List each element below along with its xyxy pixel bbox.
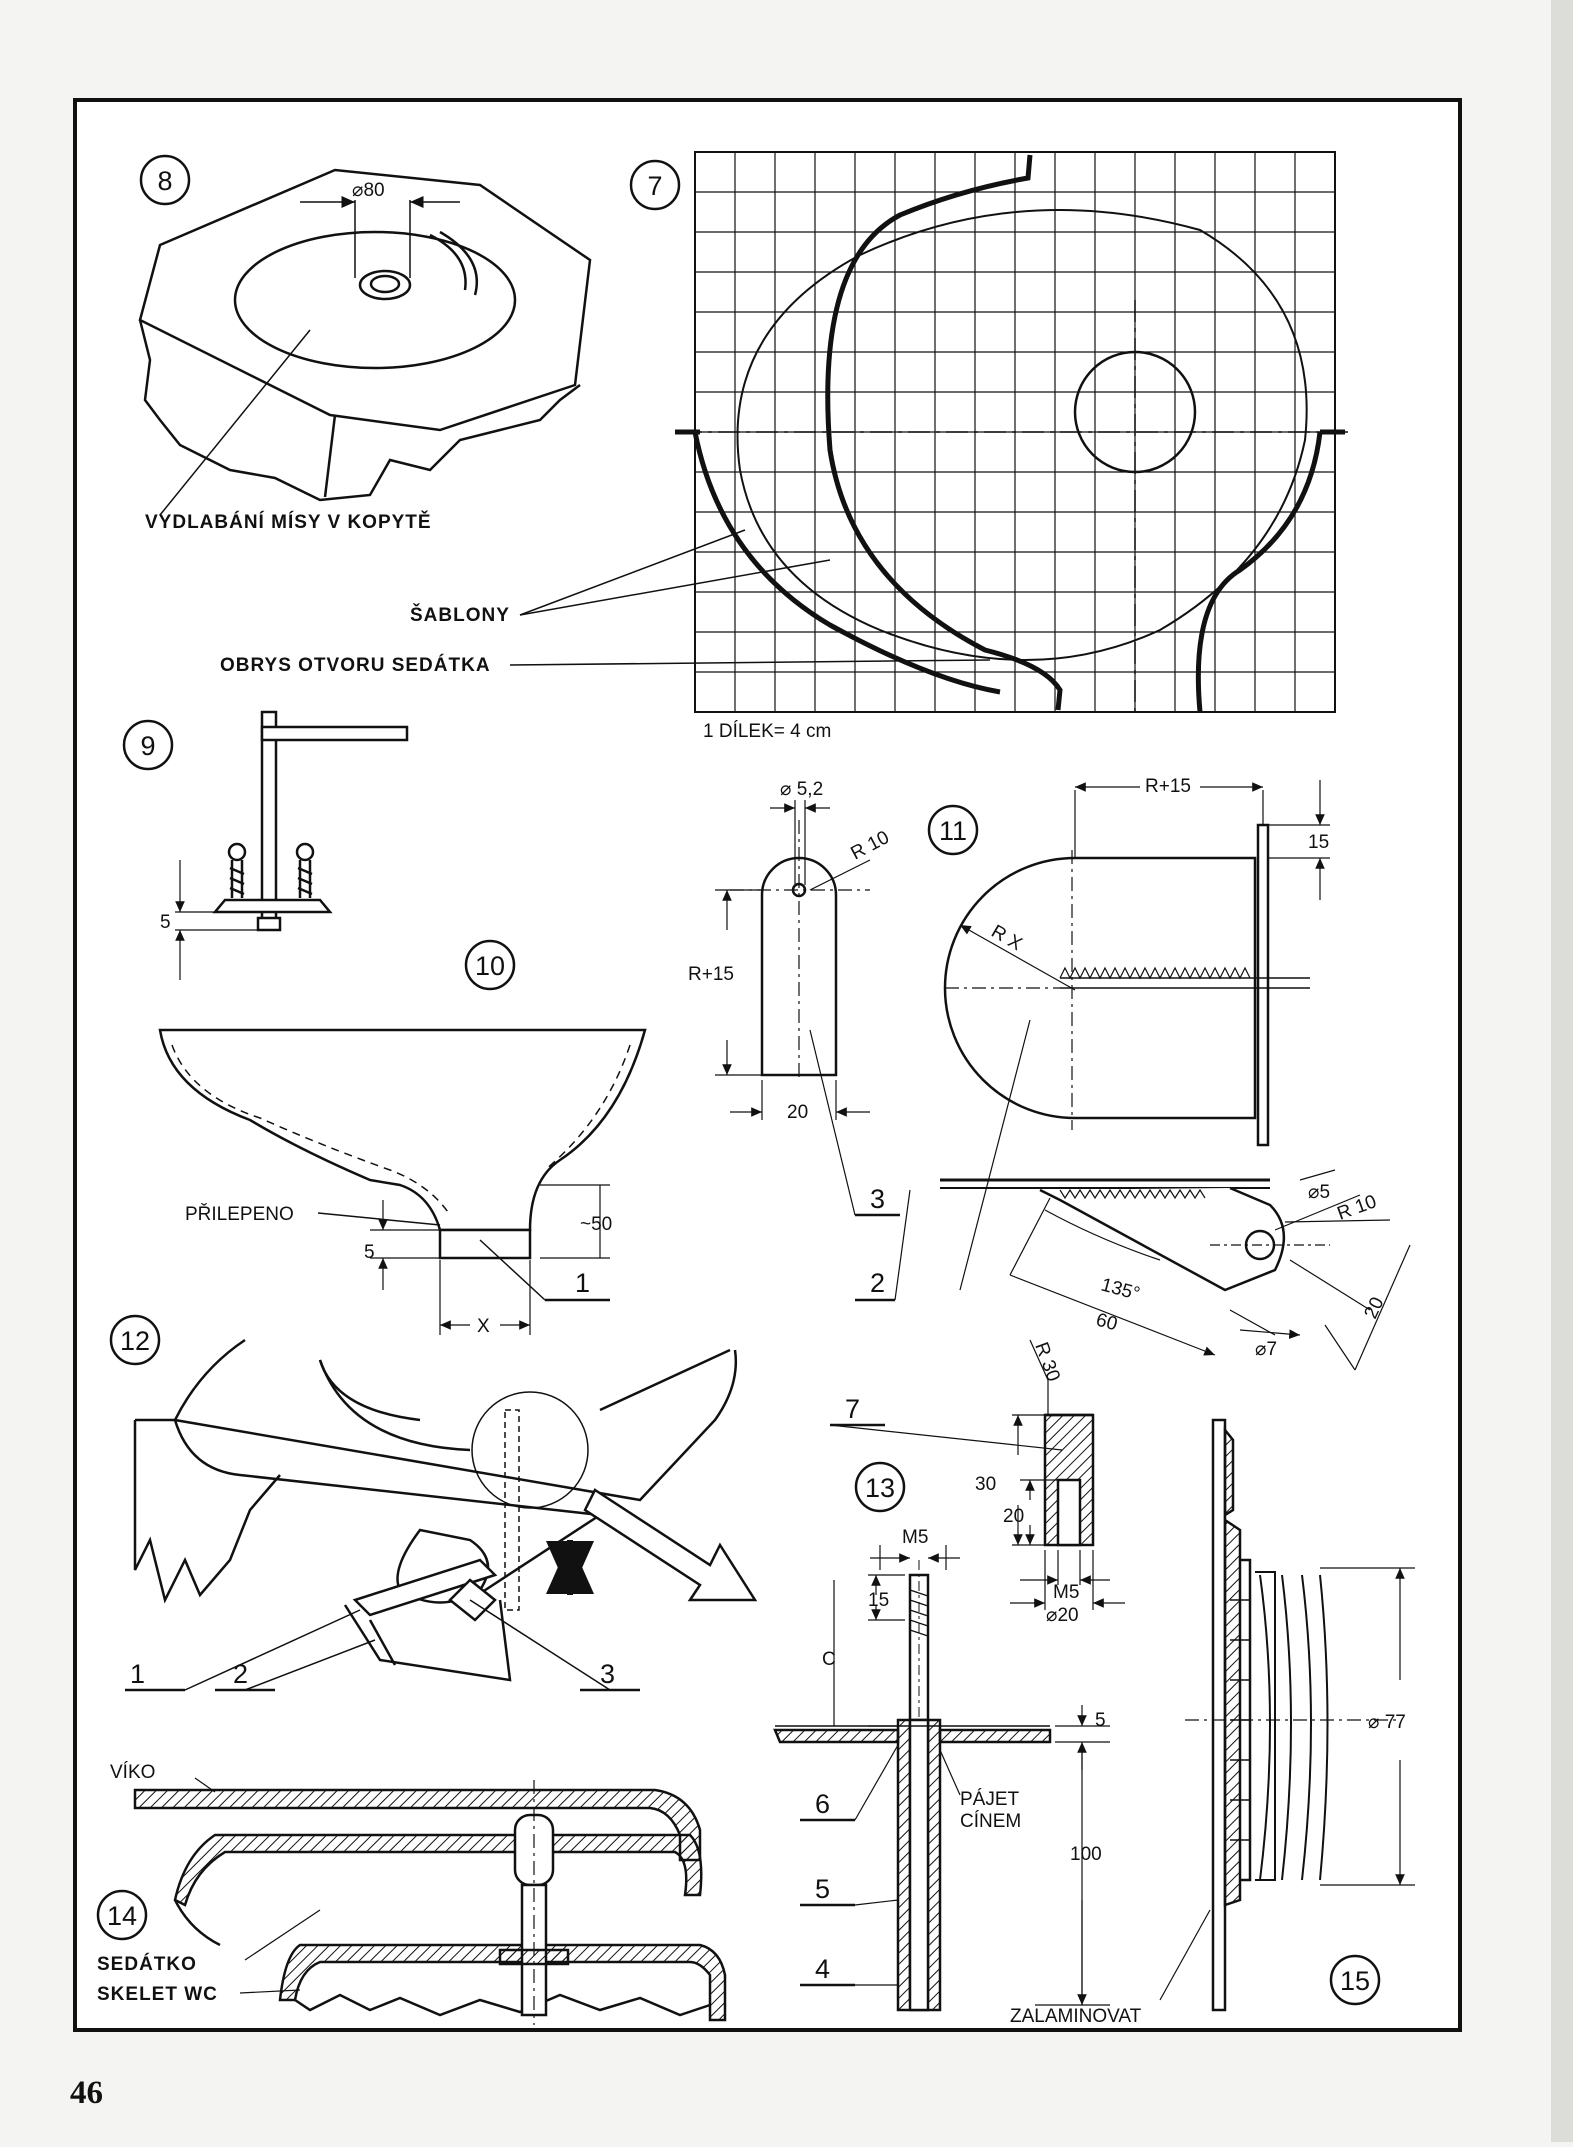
dim-five-fig9: 5	[160, 912, 171, 933]
dim-approx-50: ~50	[580, 1214, 612, 1235]
label-prilepeno: PŘILEPENO	[185, 1203, 294, 1225]
dim-height-15: 15	[1308, 832, 1329, 853]
figure-11-number: 11	[939, 816, 967, 846]
label-pajet: PÁJET	[960, 1789, 1020, 1810]
part-2-fig11: 2	[870, 1268, 885, 1298]
part-4-fig13: 4	[815, 1954, 830, 1984]
figure-7-callout	[629, 159, 681, 211]
part-3-fig11: 3	[870, 1184, 885, 1214]
figure-13-number: 13	[865, 1473, 895, 1503]
part-6-fig13: 6	[815, 1789, 830, 1819]
page-number: 46	[70, 2075, 103, 2111]
figure-9-handle	[175, 710, 409, 980]
dim-height-20: 20	[1003, 1506, 1024, 1527]
dim-diameter-80: ⌀80	[352, 180, 385, 201]
dim-diameter-7: ⌀7	[1255, 1339, 1277, 1360]
part-7-fig13: 7	[845, 1394, 860, 1424]
dim-diameter-77: ⌀ 77	[1368, 1712, 1406, 1733]
label-viko: VÍKO	[110, 1762, 155, 1783]
label-skelet-wc: SKELET WC	[97, 1984, 218, 2005]
label-obrys-otvoru: OBRYS OTVORU SEDÁTKA	[220, 654, 491, 676]
dim-r15-plate: R+15	[688, 964, 734, 985]
figure-10-callout	[464, 939, 516, 991]
figure-15-flange	[1159, 1418, 1415, 2012]
part-2-fig12: 2	[233, 1659, 248, 1689]
dim-height-30: 30	[975, 1474, 996, 1495]
dim-height-100: 100	[1070, 1844, 1102, 1865]
label-sablony: ŠABLONY	[410, 604, 510, 626]
dim-r15-template: R+15	[1145, 776, 1191, 797]
part-1-fig12: 1	[130, 1659, 145, 1689]
figure-14-seat-section	[133, 1777, 727, 2025]
dim-m5-cap: M5	[1053, 1582, 1079, 1603]
dim-diameter-20: ⌀20	[1046, 1605, 1079, 1626]
page-gutter	[1551, 0, 1573, 2142]
figure-7-template-grid	[509, 151, 1350, 713]
figure-15-callout	[1329, 1954, 1381, 2006]
figure-11-parts	[715, 780, 1411, 1371]
dim-m5-bolt: M5	[902, 1527, 928, 1548]
figure-9-callout	[122, 719, 174, 771]
part-3-fig12: 3	[600, 1659, 615, 1689]
figure-14-number: 14	[107, 1901, 137, 1931]
figure-11-callout	[927, 804, 979, 856]
label-dilek-scale: 1 DÍLEK= 4 cm	[703, 721, 831, 742]
figure-15-number: 15	[1340, 1966, 1370, 1996]
dim-c: C	[822, 1649, 836, 1670]
dim-diameter-5-2: ⌀ 5,2	[780, 779, 823, 800]
dim-x-fig10: X	[477, 1316, 490, 1337]
dim-width-20: 20	[787, 1102, 808, 1123]
part-1-fig10: 1	[575, 1268, 590, 1298]
figure-8-callout	[139, 154, 191, 206]
label-zalaminovat: ZALAMINOVAT	[1010, 2006, 1142, 2027]
figure-7-number: 7	[647, 171, 662, 201]
figure-14-callout	[96, 1889, 148, 1941]
dim-height-15-bolt: 15	[868, 1590, 889, 1611]
figure-12-callout	[109, 1314, 161, 1366]
figure-12-number: 12	[120, 1326, 150, 1356]
figure-8-number: 8	[157, 166, 172, 196]
figure-13-bolt-detail	[773, 1339, 1125, 2012]
figure-10-number: 10	[475, 951, 505, 981]
figure-8-hoof-block	[138, 168, 592, 516]
figure-12-hinge-assembly	[125, 1338, 758, 1692]
part-5-fig13: 5	[815, 1874, 830, 1904]
dim-diameter-5: ⌀5	[1308, 1182, 1330, 1203]
figure-10-bowl	[158, 1028, 647, 1335]
figure-9-number: 9	[140, 731, 155, 761]
label-sedatko: SEDÁTKO	[97, 1953, 197, 1975]
dim-five-fig10: 5	[364, 1242, 375, 1263]
label-cinem: CÍNEM	[960, 1811, 1021, 1832]
dim-five-fig13: 5	[1095, 1710, 1106, 1731]
figure-13-callout	[854, 1461, 906, 1513]
label-vydlabani: VYDLABÁNÍ MÍSY V KOPYTĚ	[145, 511, 432, 533]
